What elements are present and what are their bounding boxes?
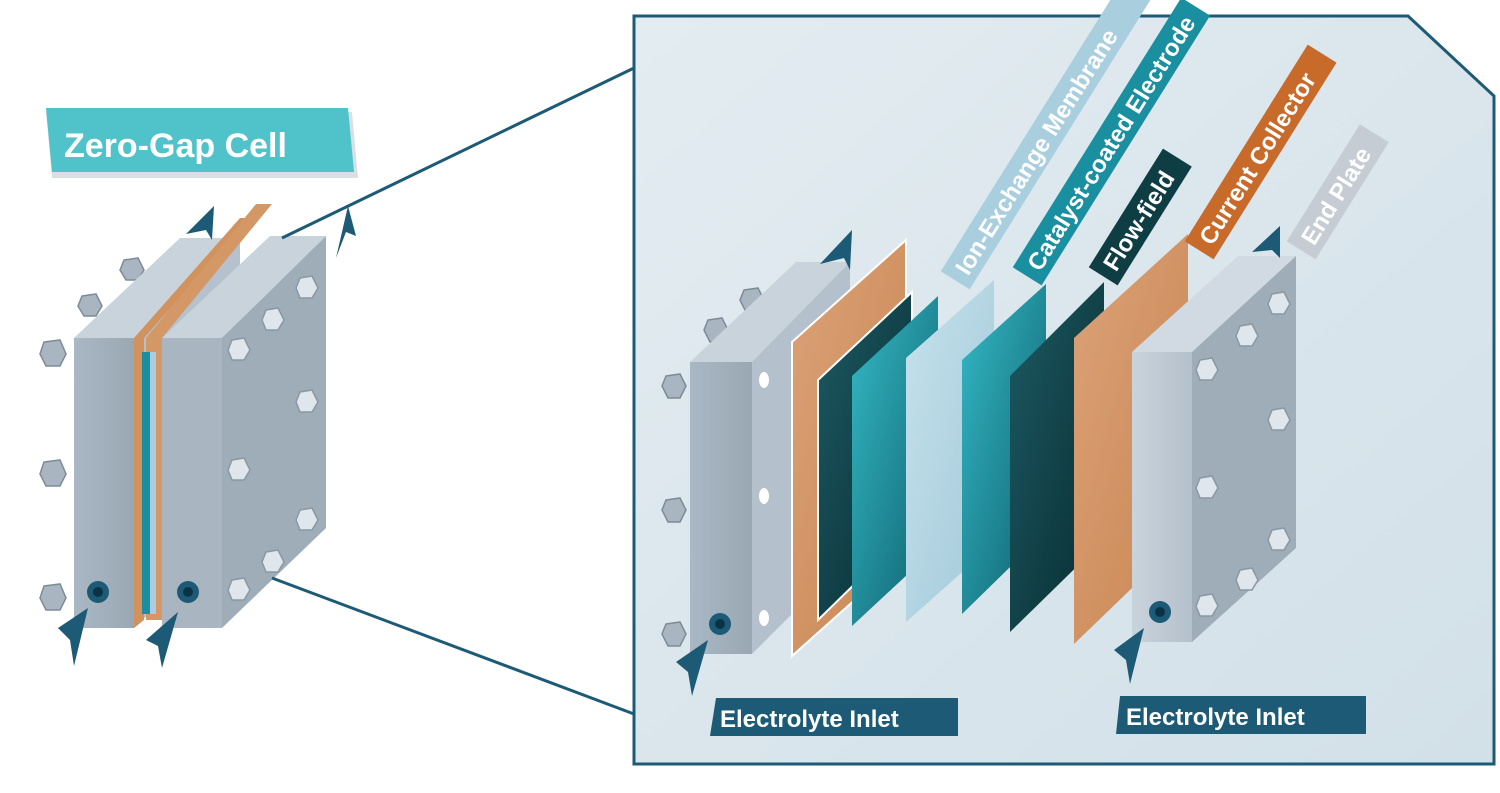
title-badge: Zero-Gap Cell <box>46 108 358 178</box>
assembled-cell: Zero-Gap Cell <box>39 108 358 668</box>
exploded-flow-arrows <box>676 226 1280 696</box>
title-badge-bg <box>46 108 354 172</box>
left-cell-layers <box>134 204 272 628</box>
exploded-right-end-plate <box>1132 256 1296 642</box>
zoom-connectors <box>271 66 635 716</box>
inlet-label-text: Electrolyte Inlet <box>1126 704 1305 731</box>
exploded-view-panel: Ion-Exchange Membrane Catalyst-coated El… <box>632 0 1496 766</box>
inlet-label-text: Electrolyte Inlet <box>720 706 899 733</box>
inlet-label-right: Electrolyte Inlet <box>1116 696 1366 734</box>
right-end-plate-assembled <box>162 236 326 628</box>
left-flow-arrows <box>58 206 356 668</box>
left-cell-bolts <box>39 257 145 611</box>
inlet-label-left: Electrolyte Inlet <box>710 698 958 736</box>
page-title: Zero-Gap Cell <box>64 127 287 165</box>
